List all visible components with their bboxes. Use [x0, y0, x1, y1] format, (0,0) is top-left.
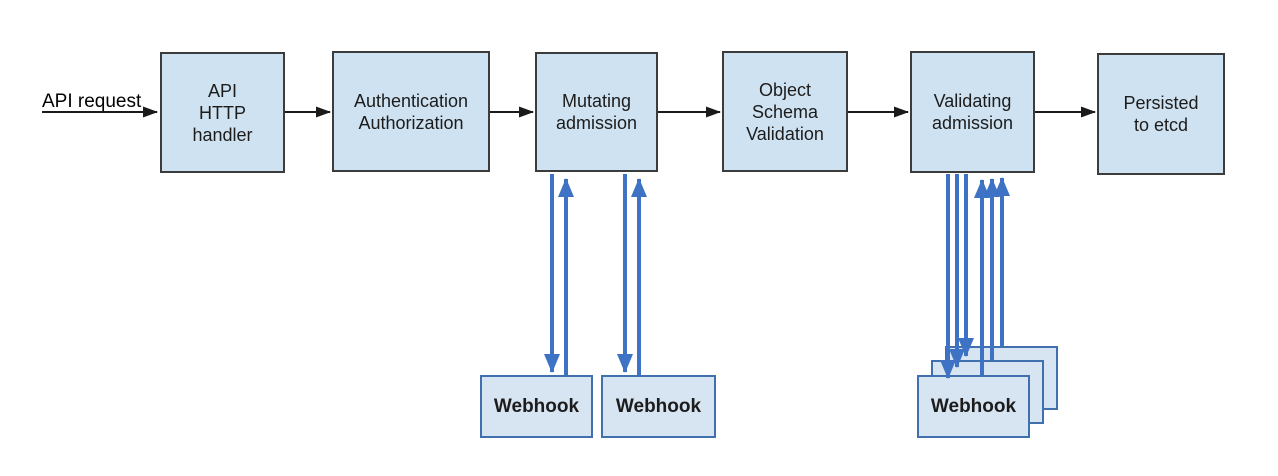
node-authentication-authorization: Authentication Authorization [332, 51, 490, 172]
node-persisted-to-etcd: Persisted to etcd [1097, 53, 1225, 175]
node-object-schema-validation: Object Schema Validation [722, 51, 848, 172]
node-api-http-handler: API HTTP handler [160, 52, 285, 173]
webhook-box-mutating-1: Webhook [480, 375, 593, 438]
webhook-box-mutating-2: Webhook [601, 375, 716, 438]
node-validating-admission: Validating admission [910, 51, 1035, 173]
node-mutating-admission: Mutating admission [535, 52, 658, 172]
webhook-box-validating-front: Webhook [917, 375, 1030, 438]
api-request-label: API request [42, 91, 142, 112]
